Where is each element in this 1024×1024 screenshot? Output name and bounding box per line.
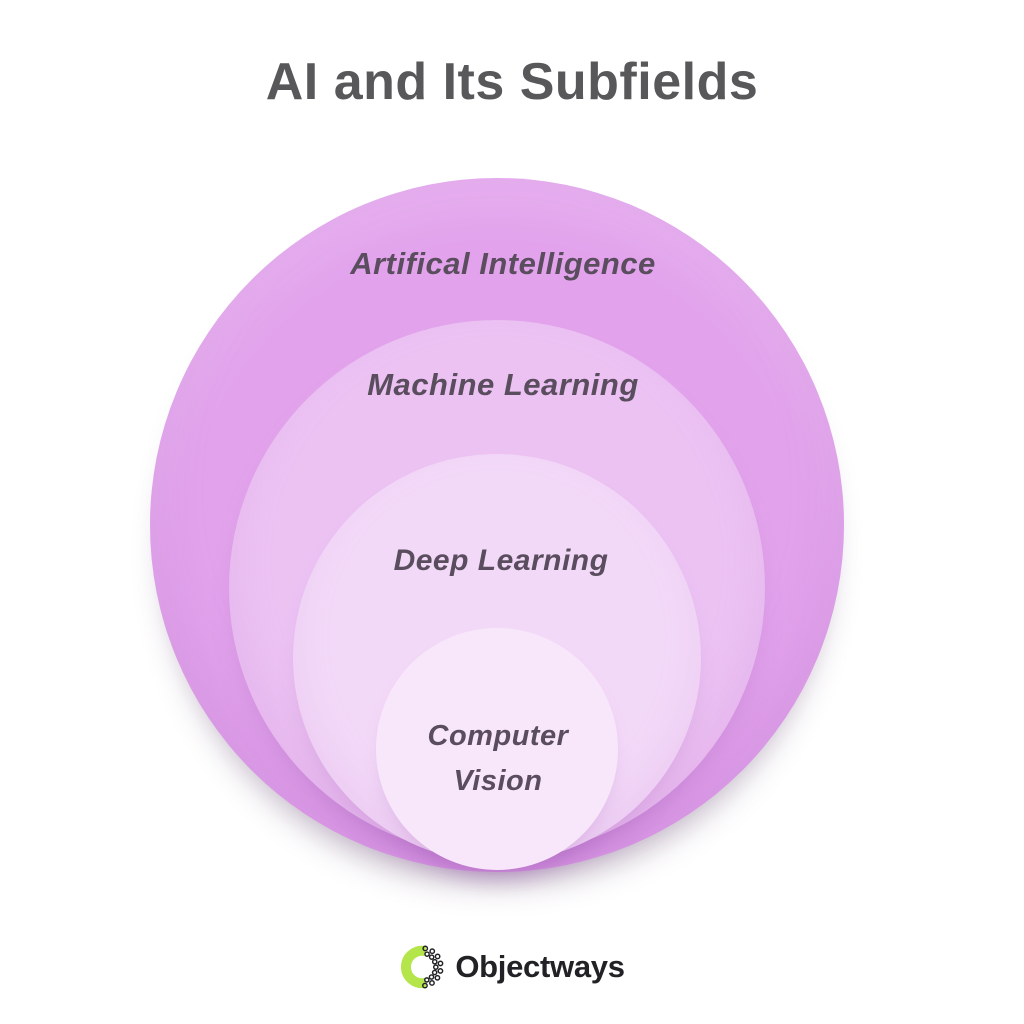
- logo-green-arc: [401, 945, 427, 989]
- brand-name: Objectways: [455, 949, 625, 984]
- objectways-logo-icon: [401, 945, 444, 989]
- circle-computer-vision: [376, 628, 618, 870]
- brand-footer: Objectways: [0, 944, 1024, 990]
- page-title: AI and Its Subfields: [265, 53, 759, 111]
- label-machine-learning: Machine Learning: [367, 367, 639, 402]
- label-deep-learning: Deep Learning: [393, 544, 609, 577]
- label-computer-vision: Computer Vision: [427, 720, 569, 797]
- label-artificial-intelligence: Artifical Intelligence: [350, 246, 656, 281]
- logo-dot-mesh: [422, 945, 444, 989]
